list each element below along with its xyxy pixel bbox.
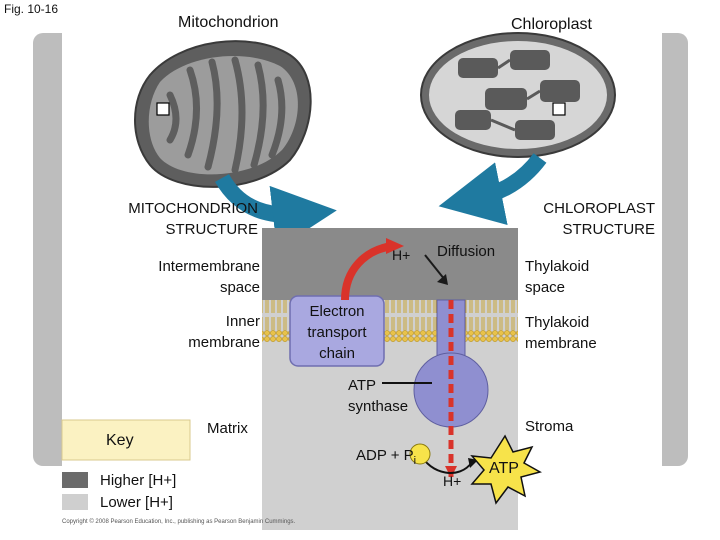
h-plus-bottom-label: H+ bbox=[443, 473, 462, 489]
thylakoid-space-label: Thylakoid space bbox=[525, 258, 590, 296]
adp-label: ADP + Pi bbox=[356, 447, 417, 467]
atp-synthase-label: ATP synthase bbox=[348, 377, 409, 415]
key-lower-label: Lower [H+] bbox=[100, 494, 173, 511]
h-plus-top-label: H+ bbox=[392, 247, 411, 263]
chloro-zoom-arrow bbox=[438, 153, 547, 226]
figure-label: Fig. 10-16 bbox=[4, 2, 59, 16]
etc-label: Electron transport chain bbox=[307, 303, 367, 362]
chloroplast-illustration bbox=[420, 32, 616, 158]
mitochondrion-illustration bbox=[134, 40, 312, 188]
atp-label: ATP bbox=[489, 460, 519, 477]
matrix-label: Matrix bbox=[207, 420, 248, 437]
chloro-structure-heading: CHLOROPLAST STRUCTURE bbox=[543, 200, 655, 238]
atp-synthase bbox=[413, 299, 489, 480]
atp-burst bbox=[470, 434, 542, 505]
electron-transport-chain bbox=[289, 295, 385, 367]
key-swatch-higher bbox=[62, 472, 88, 488]
diffusion-arrow bbox=[424, 254, 446, 281]
inner-membrane-label: Inner membrane bbox=[188, 313, 260, 351]
mito-structure-heading: MITOCHONDRION STRUCTURE bbox=[128, 200, 258, 238]
stroma-label: Stroma bbox=[525, 418, 574, 435]
key-swatch-lower bbox=[62, 494, 88, 510]
key-higher-label: Higher [H+] bbox=[100, 472, 177, 489]
intermembrane-space-label: Intermembrane space bbox=[158, 258, 260, 296]
diffusion-label: Diffusion bbox=[437, 243, 496, 260]
key-title: Key bbox=[106, 432, 134, 449]
mitochondrion-title: Mitochondrion bbox=[178, 14, 279, 31]
copyright-note: Copyright © 2008 Pearson Education, Inc.… bbox=[62, 519, 296, 525]
mito-zoom-arrow bbox=[215, 173, 337, 250]
key-box bbox=[61, 419, 191, 461]
chloroplast-title: Chloroplast bbox=[511, 16, 592, 33]
proton-pump-arrow bbox=[341, 242, 393, 301]
thylakoid-membrane-label: Thylakoid membrane bbox=[525, 314, 597, 352]
